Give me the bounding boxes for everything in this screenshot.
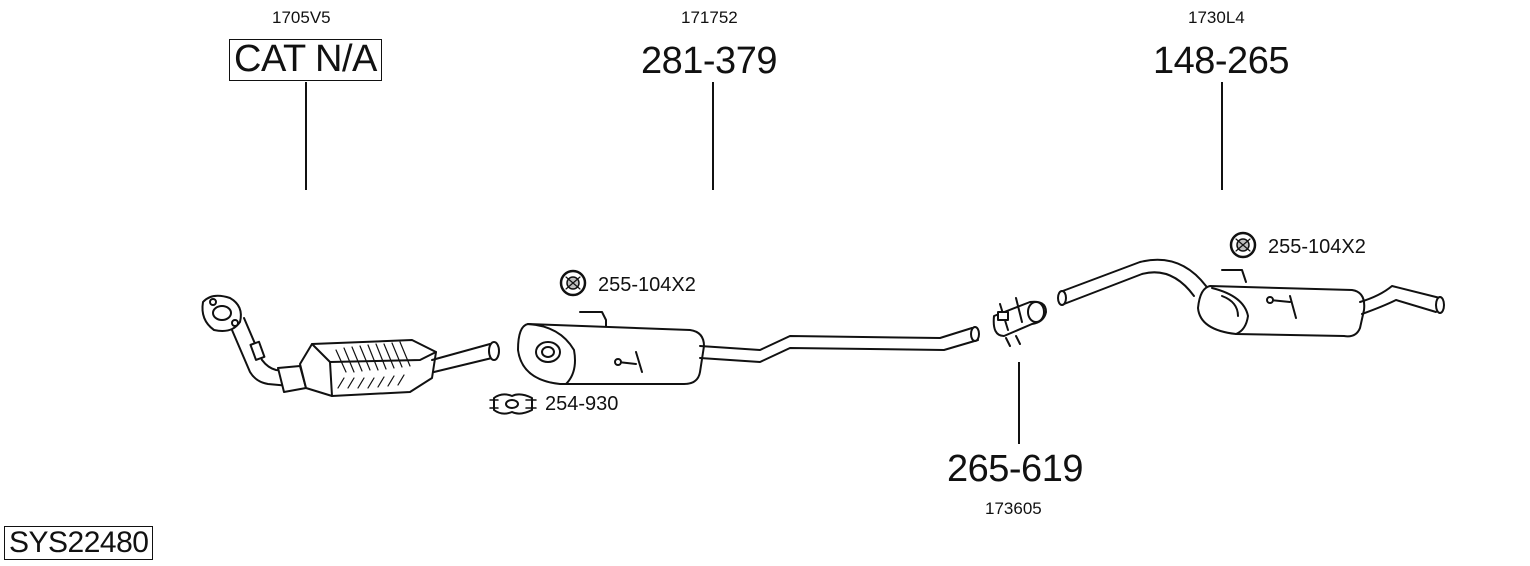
connector-part-number[interactable]: 265-619 [947,448,1083,490]
rubber-hanger-icon[interactable] [559,269,587,297]
middle-silencer-leader-line [712,82,714,190]
rear-silencer-part-number[interactable]: 148-265 [1153,40,1289,82]
rubber-hanger-rear-icon[interactable] [1229,231,1257,259]
connector-code: 173605 [985,499,1042,518]
middle-silencer-part-number[interactable]: 281-379 [641,40,777,82]
rear-silencer-code: 1730L4 [1188,8,1245,27]
middle-silencer[interactable] [517,311,980,385]
catalyst-code: 1705V5 [272,8,331,27]
hanger-rear-label[interactable]: 255-104X2 [1268,236,1366,258]
middle-silencer-code: 171752 [681,8,738,27]
hanger-middle-label[interactable]: 255-104X2 [598,274,696,296]
catalyst-part-number[interactable]: CAT N/A [229,39,382,81]
clamp-middle-label[interactable]: 254-930 [545,393,619,415]
catalyst-leader-line [305,82,307,190]
system-id: SYS22480 [4,526,154,560]
connector-clamp[interactable] [992,297,1047,347]
clamp-icon[interactable] [489,393,537,415]
connector-leader-line [1018,362,1020,444]
catalytic-converter[interactable] [201,294,500,397]
rear-silencer[interactable] [1057,258,1445,338]
rear-silencer-leader-line [1221,82,1223,190]
